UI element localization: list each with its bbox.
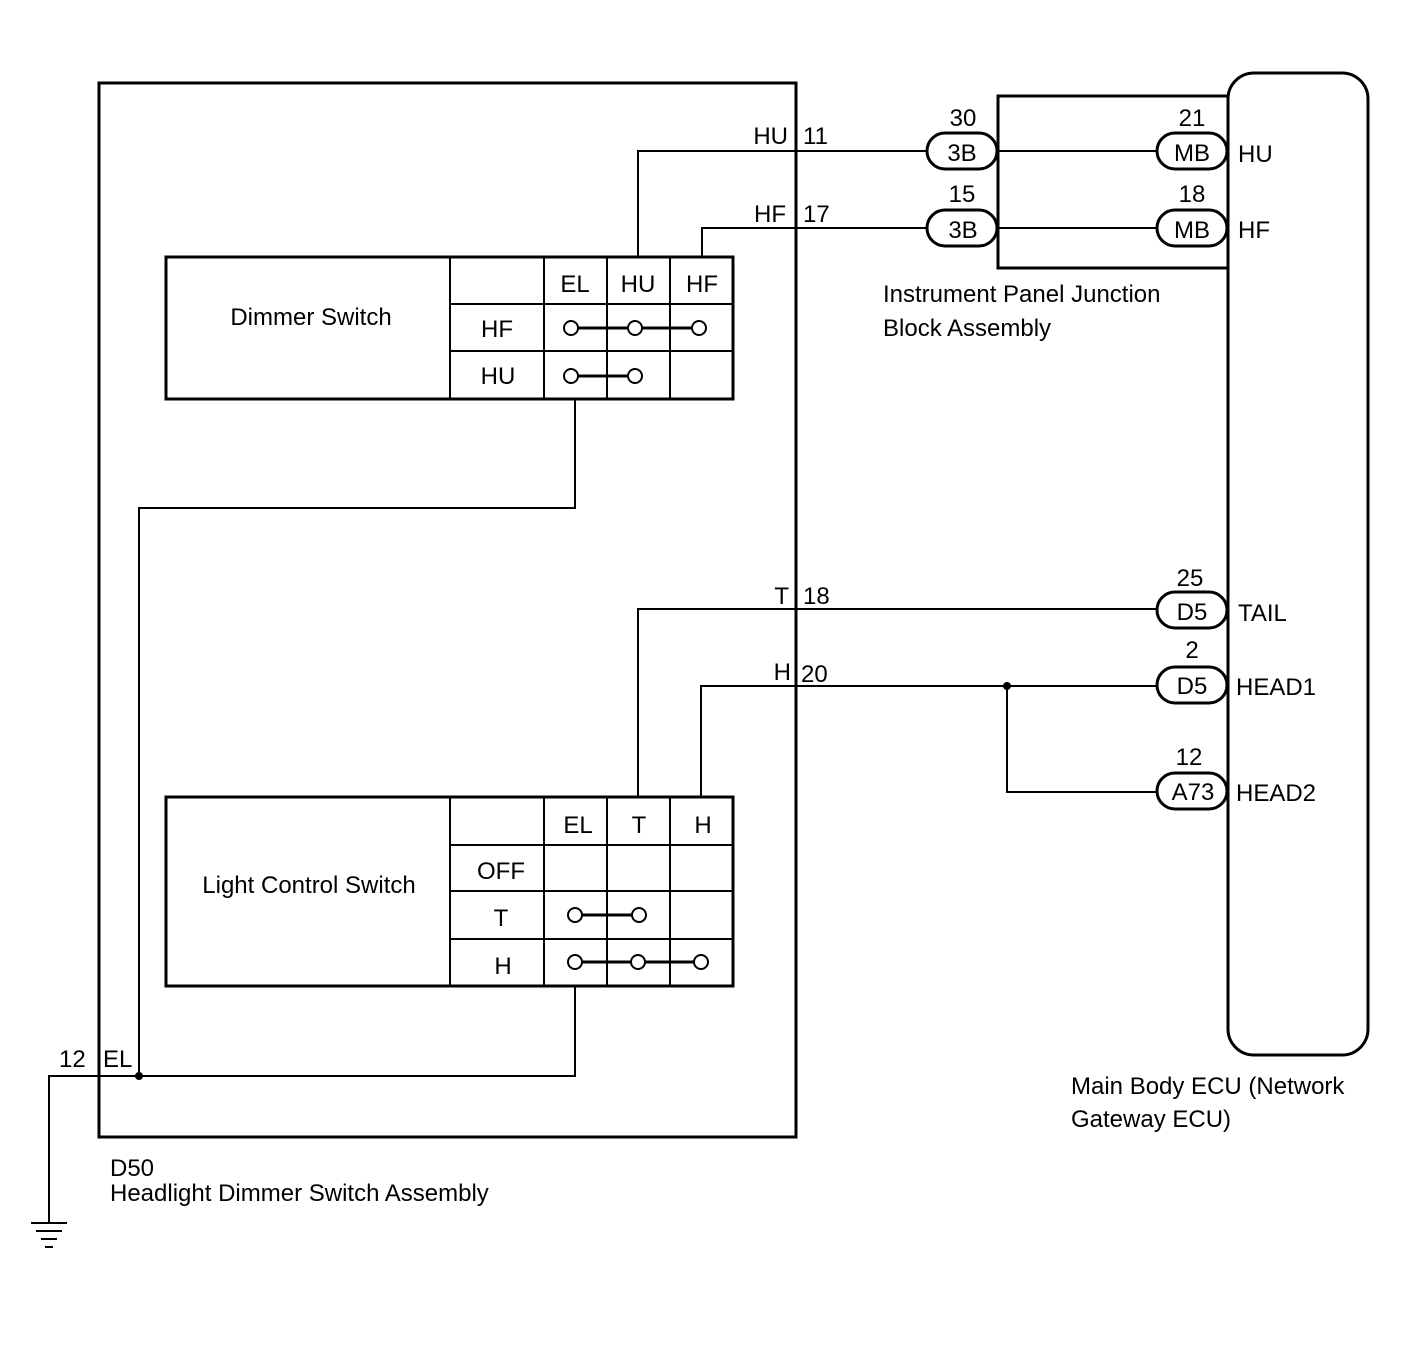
main-body-ecu-box — [1226, 71, 1370, 1057]
connector-jb-hu: 30 3B — [925, 105, 999, 171]
svg-text:HEAD2: HEAD2 — [1236, 780, 1316, 807]
connector-jb-hf: 15 3B — [925, 181, 999, 248]
wire-head2 — [1006, 686, 1170, 793]
svg-text:2: 2 — [1185, 637, 1198, 664]
junction-block-label-1: Instrument Panel Junction — [883, 281, 1161, 308]
pin-t-name: T — [774, 583, 789, 610]
assembly-code: D50 — [110, 1155, 154, 1182]
wire-dimmer-el — [138, 399, 576, 1076]
ecu-label-1: Main Body ECU (Network — [1071, 1073, 1345, 1100]
connector-ecu-head2: 12 A73 HEAD2 — [1155, 744, 1316, 811]
dimmer-switch: Dimmer Switch EL HU HF HF HU — [164, 255, 735, 401]
dimmer-hf-continuity — [563, 320, 707, 336]
svg-text:MB: MB — [1174, 140, 1210, 167]
dimmer-col-hu: HU — [621, 271, 656, 298]
svg-text:3B: 3B — [948, 217, 977, 244]
light-control-switch-label: Light Control Switch — [202, 872, 415, 899]
connector-ecu-tail: 25 D5 TAIL — [1155, 565, 1287, 630]
svg-text:30: 30 — [950, 105, 977, 132]
lcs-h-continuity — [567, 954, 709, 970]
svg-text:18: 18 — [1179, 181, 1206, 208]
pin-h-name: H — [774, 659, 791, 686]
svg-text:3B: 3B — [947, 140, 976, 167]
svg-text:21: 21 — [1179, 105, 1206, 132]
svg-text:12: 12 — [1176, 744, 1203, 771]
pin-hf-num: 17 — [803, 201, 830, 228]
dimmer-col-hf: HF — [686, 271, 718, 298]
light-control-switch: Light Control Switch EL T H OFF T H — [164, 795, 735, 988]
svg-text:TAIL: TAIL — [1238, 600, 1287, 627]
lcs-row-h: H — [494, 953, 511, 980]
svg-text:D5: D5 — [1177, 599, 1208, 626]
wire-lcs-h — [700, 685, 1170, 797]
connector-ecu-hu: 21 MB HU — [1155, 105, 1273, 171]
connector-ecu-hf: 18 MB HF — [1155, 181, 1270, 248]
pin-el-name: EL — [103, 1046, 132, 1073]
lcs-col-t: T — [632, 812, 647, 839]
junction-block-label-2: Block Assembly — [883, 315, 1051, 342]
lcs-col-el: EL — [563, 812, 592, 839]
connector-ecu-head1: 2 D5 HEAD1 — [1155, 637, 1316, 705]
pin-h-num: 20 — [801, 661, 828, 688]
lcs-row-t: T — [494, 905, 509, 932]
ground-icon — [31, 1222, 67, 1248]
dimmer-switch-label: Dimmer Switch — [230, 304, 391, 331]
splice-head — [1003, 682, 1011, 690]
svg-text:A73: A73 — [1172, 779, 1215, 806]
wire-lcs-t — [637, 608, 1170, 797]
pin-hf-name: HF — [754, 201, 786, 228]
dimmer-row-hu: HU — [481, 363, 516, 390]
wire-lcs-el — [48, 986, 576, 1223]
wire-dimmer-hu — [637, 150, 940, 257]
pin-t-num: 18 — [803, 583, 830, 610]
svg-text:15: 15 — [949, 181, 976, 208]
lcs-row-off: OFF — [477, 858, 525, 885]
assembly-label: Headlight Dimmer Switch Assembly — [110, 1180, 489, 1207]
lcs-col-h: H — [694, 812, 711, 839]
pin-hu-num: 11 — [803, 123, 828, 150]
splice-el — [135, 1072, 143, 1080]
pin-el-num: 12 — [59, 1046, 86, 1073]
dimmer-hu-continuity — [563, 368, 643, 384]
ecu-label-2: Gateway ECU) — [1071, 1106, 1231, 1133]
svg-text:HEAD1: HEAD1 — [1236, 674, 1316, 701]
svg-text:HF: HF — [1238, 217, 1270, 244]
dimmer-col-el: EL — [560, 271, 589, 298]
dimmer-row-hf: HF — [481, 316, 513, 343]
svg-text:HU: HU — [1238, 141, 1273, 168]
svg-text:MB: MB — [1174, 217, 1210, 244]
wire-dimmer-hf — [701, 227, 940, 257]
pin-hu-name: HU — [753, 123, 788, 150]
svg-text:25: 25 — [1177, 565, 1204, 592]
lcs-t-continuity — [567, 907, 647, 923]
svg-text:D5: D5 — [1177, 673, 1208, 700]
